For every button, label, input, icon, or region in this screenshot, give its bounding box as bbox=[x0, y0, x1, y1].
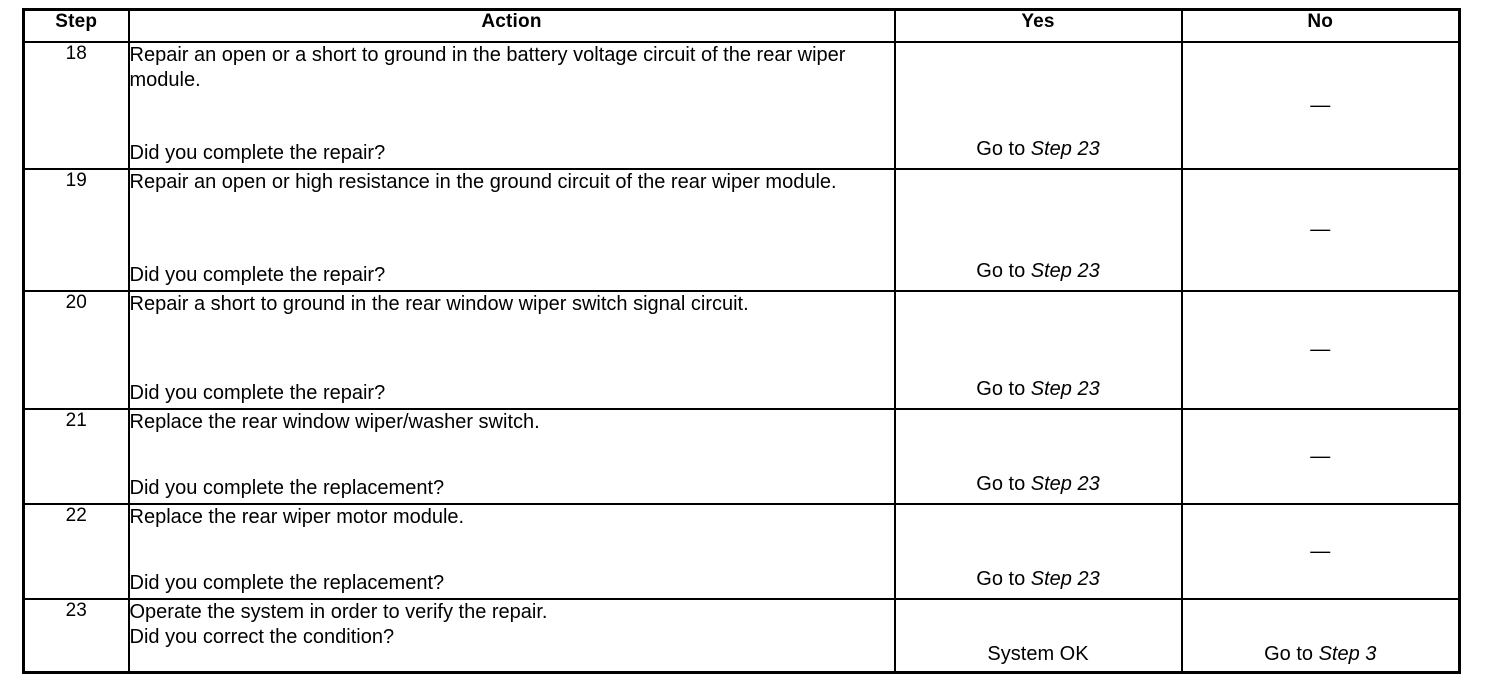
no-result-cell: — bbox=[1180, 168, 1461, 292]
no-result-cell: — bbox=[1180, 290, 1461, 410]
column-header-step: Step bbox=[22, 8, 130, 43]
yes-result-cell: Go to Step 23 bbox=[893, 408, 1183, 505]
action-question: Did you complete the replacement? bbox=[129, 572, 445, 594]
yes-result-text: System OK bbox=[896, 642, 1181, 667]
no-dash: — bbox=[1310, 94, 1331, 116]
step-number-cell: 21 bbox=[22, 408, 130, 505]
no-dash: — bbox=[1310, 218, 1331, 241]
action-question: Did you correct the condition? bbox=[129, 626, 395, 648]
no-result-cell: — bbox=[1180, 503, 1461, 600]
yes-result-cell: System OK bbox=[893, 598, 1183, 673]
action-statement: Operate the system in order to verify th… bbox=[129, 601, 548, 623]
yes-result-cell: Go to Step 23 bbox=[893, 168, 1183, 292]
action-cell: Repair an open or a short to ground in t… bbox=[127, 41, 896, 170]
yes-result-prefix: Go to bbox=[976, 568, 1031, 590]
yes-result-step-reference: Step 23 bbox=[1030, 473, 1100, 495]
step-number-cell: 19 bbox=[22, 168, 130, 292]
action-statement: Replace the rear window wiper/washer swi… bbox=[129, 411, 540, 433]
no-result-step-reference: Step 3 bbox=[1318, 642, 1377, 665]
yes-result-text: Go to Step 23 bbox=[896, 567, 1181, 592]
yes-result-step-reference: Step 23 bbox=[1030, 378, 1100, 400]
action-cell: Replace the rear wiper motor module. Did … bbox=[127, 503, 896, 600]
yes-result-text: Go to Step 23 bbox=[896, 137, 1181, 162]
action-cell: Operate the system in order to verify th… bbox=[127, 598, 896, 673]
no-dash: — bbox=[1310, 445, 1331, 467]
yes-result-prefix: System OK bbox=[987, 642, 1089, 665]
no-result-cell: — bbox=[1180, 41, 1461, 170]
yes-result-prefix: Go to bbox=[976, 260, 1031, 282]
yes-result-text: Go to Step 23 bbox=[896, 259, 1181, 284]
step-number-cell: 22 bbox=[22, 503, 130, 600]
yes-result-text: Go to Step 23 bbox=[896, 472, 1181, 497]
action-statement: Repair a short to ground in the rear win… bbox=[129, 293, 749, 315]
yes-result-step-reference: Step 23 bbox=[1030, 568, 1100, 590]
action-cell: Replace the rear window wiper/washer swi… bbox=[127, 408, 896, 505]
column-header-no: No bbox=[1180, 8, 1461, 43]
yes-result-cell: Go to Step 23 bbox=[893, 41, 1183, 170]
yes-result-text: Go to Step 23 bbox=[896, 377, 1181, 402]
yes-result-step-reference: Step 23 bbox=[1030, 138, 1100, 160]
no-result-text: Go to Step 3 bbox=[1183, 642, 1459, 667]
yes-result-cell: Go to Step 23 bbox=[893, 503, 1183, 600]
no-dash: — bbox=[1310, 338, 1331, 361]
no-result-prefix: Go to bbox=[1264, 642, 1319, 665]
yes-result-step-reference: Step 23 bbox=[1030, 260, 1100, 282]
action-question: Did you complete the replacement? bbox=[129, 477, 445, 499]
yes-result-prefix: Go to bbox=[976, 138, 1031, 160]
action-cell: Repair a short to ground in the rear win… bbox=[127, 290, 896, 410]
no-result-cell: — bbox=[1180, 408, 1461, 505]
no-dash: — bbox=[1310, 540, 1331, 562]
yes-result-prefix: Go to bbox=[976, 378, 1031, 400]
column-header-action: Action bbox=[127, 8, 896, 43]
yes-result-prefix: Go to bbox=[976, 473, 1031, 495]
step-number-cell: 18 bbox=[22, 41, 130, 170]
step-number-cell: 23 bbox=[22, 598, 130, 673]
column-header-yes: Yes bbox=[893, 8, 1183, 43]
action-question: Did you complete the repair? bbox=[129, 264, 386, 286]
action-statement: Repair an open or high resistance in the… bbox=[129, 171, 837, 193]
no-result-cell: Go to Step 3 bbox=[1180, 598, 1461, 673]
step-number-cell: 20 bbox=[22, 290, 130, 410]
yes-result-cell: Go to Step 23 bbox=[893, 290, 1183, 410]
action-question: Did you complete the repair? bbox=[129, 382, 386, 404]
action-question: Did you complete the repair? bbox=[129, 142, 386, 164]
action-cell: Repair an open or high resistance in the… bbox=[127, 168, 896, 292]
action-statement: Repair an open or a short to ground in t… bbox=[129, 44, 846, 91]
table-header-row: Step Action Yes No bbox=[22, 8, 1461, 43]
action-statement: Replace the rear wiper motor module. bbox=[129, 506, 465, 528]
